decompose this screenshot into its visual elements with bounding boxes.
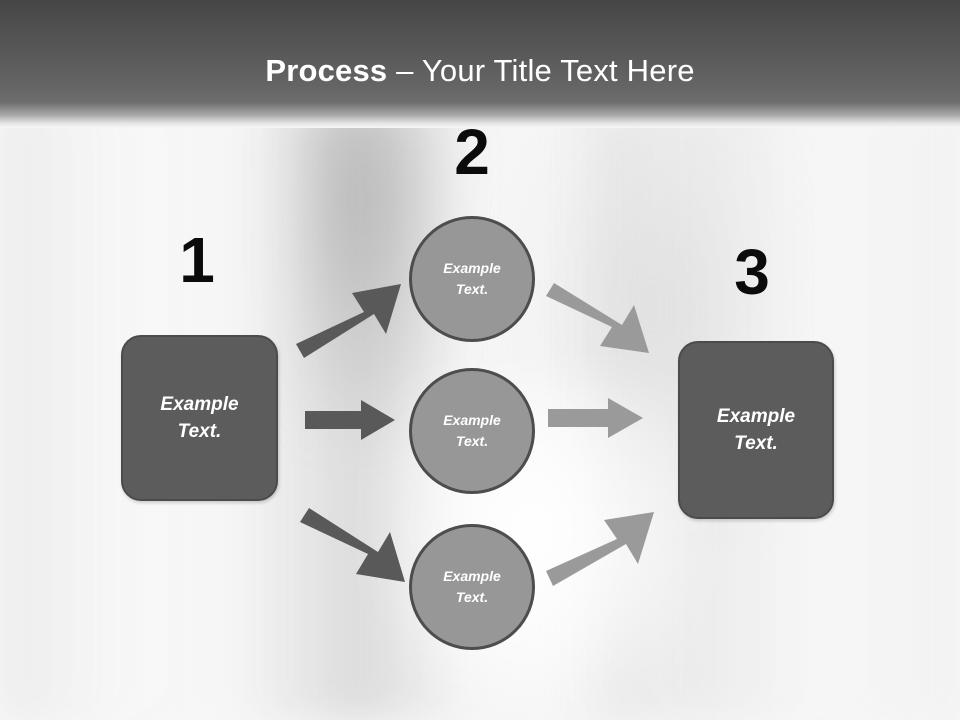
process-box-end-line1: Example <box>716 406 796 427</box>
process-circle-middle-line1: Example <box>443 412 501 428</box>
process-box-end-line2: Text. <box>734 433 778 454</box>
process-circle-middle[interactable]: Example Text. <box>409 368 535 494</box>
step-number-2: 2 <box>454 116 490 188</box>
arrow-bottom-to-end-icon <box>546 512 654 586</box>
page-title-rest: – Your Title Text Here <box>387 53 695 88</box>
arrow-middle-to-end-icon <box>548 398 643 438</box>
arrow-start-to-top-icon <box>296 284 401 358</box>
step-number-3: 3 <box>734 236 770 308</box>
process-circle-bottom-line2: Text. <box>455 589 489 605</box>
page-title-strong: Process <box>265 53 388 88</box>
process-box-end[interactable]: Example Text. <box>678 341 834 519</box>
process-box-start-line1: Example <box>160 394 239 415</box>
slide-header-bar: Process – Your Title Text Here <box>0 0 960 128</box>
arrow-top-to-end-icon <box>546 283 649 353</box>
arrow-start-to-middle-icon <box>305 400 395 440</box>
arrow-start-to-bottom-icon <box>300 508 405 582</box>
process-box-start-line2: Text. <box>177 421 222 442</box>
process-circle-middle-line2: Text. <box>455 433 489 449</box>
process-circle-top-line2: Text. <box>455 281 489 297</box>
process-circle-bottom-line1: Example <box>443 568 501 584</box>
process-box-start[interactable]: Example Text. <box>121 335 278 501</box>
process-circle-top[interactable]: Example Text. <box>409 216 535 342</box>
step-number-1: 1 <box>179 224 215 296</box>
process-circle-top-line1: Example <box>443 260 501 276</box>
process-circle-bottom[interactable]: Example Text. <box>409 524 535 650</box>
page-title: Process – Your Title Text Here <box>0 52 960 90</box>
